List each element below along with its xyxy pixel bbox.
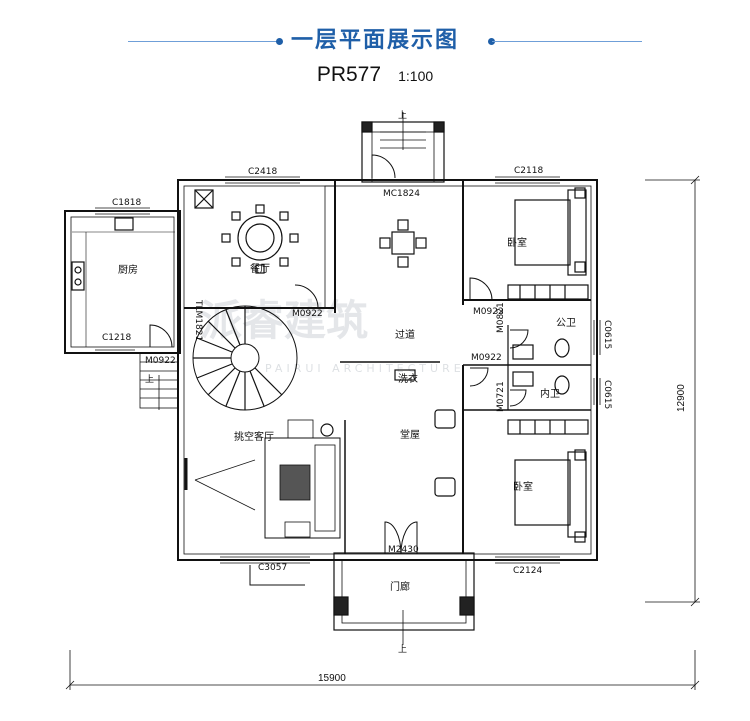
label-c0615-top: C0615	[602, 320, 612, 349]
model-code: PR577	[316, 63, 382, 86]
c3057-bracket	[249, 565, 305, 586]
top-column-left	[361, 121, 373, 133]
kitchen-wall-inner	[70, 216, 175, 348]
room-corridor: 过道	[395, 328, 415, 341]
inner-bath-sink	[512, 371, 534, 387]
watermark-brand: 派睿建筑	[200, 296, 368, 345]
label-c0615-bottom: C0615	[602, 380, 612, 409]
dimension-width	[65, 650, 700, 690]
label-c2124: C2124	[513, 566, 542, 576]
stair-up-top: 上	[398, 110, 407, 121]
room-porch: 门廊	[390, 580, 410, 593]
wardrobe-top	[507, 284, 589, 300]
room-living: 挑空客厅	[234, 430, 274, 443]
dimension-height-label: 12900	[676, 384, 687, 412]
top-entry-steps	[380, 112, 426, 150]
title-dot-left	[276, 38, 283, 45]
label-c2118: C2118	[514, 166, 543, 176]
title-rule-left	[128, 41, 280, 42]
door-m0721	[509, 389, 527, 407]
page-title: 一层平面展示图	[290, 28, 459, 53]
bed-top	[514, 187, 587, 276]
porch-wall-inner	[341, 559, 467, 624]
hall-chair-2	[434, 477, 456, 497]
label-m0922-bath: M0922	[471, 353, 502, 363]
door-m0922-bath	[469, 367, 489, 387]
room-dining: 餐厅	[250, 262, 270, 275]
outer-wall-inner	[183, 185, 592, 555]
kitchen-sink	[114, 217, 134, 231]
watermark-subtitle: PAIRUI ARCHITECTURE	[265, 362, 465, 375]
label-m0922-kitchen: M0922	[145, 356, 176, 366]
model-code-line: PR577 1:100	[0, 63, 750, 87]
tea-table-set	[379, 219, 427, 268]
door-m0922-kitchen	[149, 324, 173, 348]
room-public-bath: 公卫	[556, 318, 576, 329]
hall-chair-1	[434, 409, 456, 429]
room-wash: 洗衣	[398, 372, 418, 385]
door-m2430-left	[384, 521, 402, 555]
header: 一层平面展示图	[0, 22, 750, 62]
wardrobe-bottom	[507, 419, 589, 435]
spiral-stair	[192, 305, 298, 411]
label-m0922-bed: M0922	[473, 307, 504, 317]
drawing-scale: 1:100	[398, 68, 434, 84]
room-bedroom-top: 卧室	[507, 236, 527, 249]
door-m0922-dining	[294, 284, 319, 309]
label-m0721: M0721	[496, 381, 506, 412]
public-bath-toilet	[554, 338, 570, 358]
label-c3057: C3057	[258, 563, 287, 573]
room-bedroom-bottom: 卧室	[513, 480, 533, 493]
label-c1818: C1818	[112, 198, 141, 208]
kitchen-wall	[64, 210, 181, 354]
label-m2430: M2430	[388, 545, 419, 555]
title-rule-right	[492, 41, 642, 42]
public-bath-sink	[512, 344, 534, 360]
porch-column-left	[333, 596, 349, 616]
dimension-height	[645, 175, 700, 607]
porch-wall	[333, 552, 475, 631]
wash-basin	[394, 369, 416, 381]
door-m0922-bed	[469, 277, 493, 301]
label-tlm1821: TLM1821	[193, 299, 203, 341]
room-hall: 堂屋	[400, 429, 420, 441]
label-mc1824: MC1824	[383, 189, 420, 199]
stair-up-left: 上	[145, 374, 154, 385]
living-sofa-set	[264, 419, 341, 539]
stair-up-bottom: 上	[398, 644, 407, 655]
room-inner-bath: 内卫	[540, 387, 560, 400]
label-c2418: C2418	[248, 167, 277, 177]
label-c1218: C1218	[102, 333, 131, 343]
porch-column-right	[459, 596, 475, 616]
dining-table-set	[221, 204, 299, 274]
label-m0922-dining: M0922	[292, 309, 323, 319]
label-m0821: M0821	[496, 302, 506, 333]
top-column-right	[433, 121, 445, 133]
side-entry-steps	[139, 352, 179, 410]
inner-bath-toilet	[554, 375, 570, 395]
door-mc1824	[371, 154, 396, 179]
title-dot-right	[488, 38, 495, 45]
kitchen-stove	[71, 261, 85, 291]
dining-cabinet	[194, 189, 214, 209]
dining-shelf	[324, 185, 336, 309]
room-kitchen: 厨房	[118, 263, 138, 276]
bed-bottom	[514, 449, 587, 543]
dimension-width-label: 15900	[318, 673, 346, 684]
